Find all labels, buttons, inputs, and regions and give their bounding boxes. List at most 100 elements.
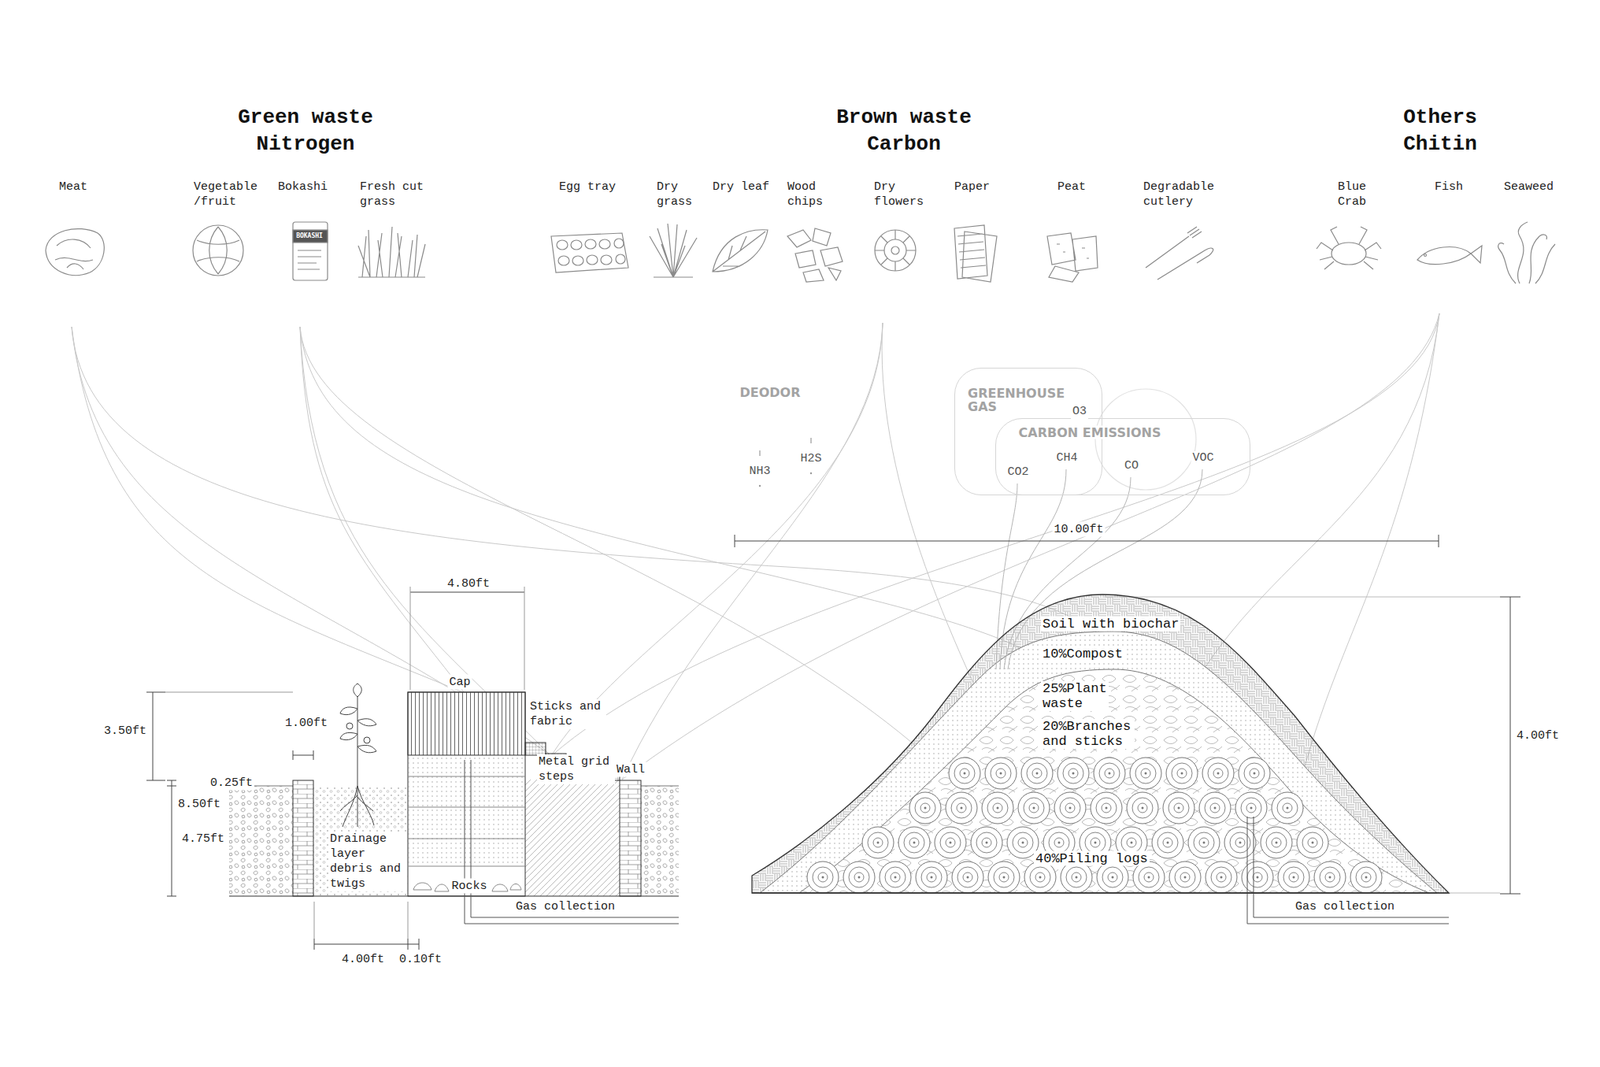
pit-section — [525, 779, 620, 897]
item-icons — [1047, 233, 1098, 282]
compost-mound — [951, 861, 984, 893]
pit-section — [229, 785, 293, 897]
item-icons — [1331, 242, 1367, 265]
item-icons — [1145, 226, 1214, 280]
item-icons — [891, 246, 900, 255]
flow-curves — [622, 322, 883, 780]
item-label: Dry flowers — [872, 179, 926, 210]
emission-lines — [1003, 477, 1131, 670]
emission-lines — [996, 483, 1018, 670]
gas-name: NH3 — [747, 464, 772, 479]
item-icons — [196, 226, 240, 275]
package-text: BOKASHI — [296, 232, 323, 241]
part-label: Metal grid steps — [537, 754, 615, 785]
compost-mound — [759, 631, 1438, 893]
item-icons — [292, 222, 328, 281]
item-label: Dry leaf — [711, 179, 771, 195]
item-icons — [874, 229, 916, 271]
compost-mound — [799, 669, 1430, 893]
pit-section — [313, 785, 408, 897]
compost-mound — [879, 861, 912, 893]
item-icons — [884, 239, 907, 262]
item-label: Peat — [1055, 179, 1088, 195]
item-label: Degradable cutlery — [1141, 179, 1216, 210]
dimension-lines — [1500, 596, 1521, 894]
pit-section — [363, 737, 371, 744]
compost-mound — [948, 757, 981, 789]
emission-lines — [1007, 469, 1203, 670]
node-text: Soil with biochar — [1040, 616, 1181, 632]
item-label: Dry grass — [655, 179, 694, 210]
compost-mound — [1241, 861, 1274, 893]
dimension-label: 10.00ft — [1051, 522, 1105, 538]
compost-mound — [1260, 826, 1293, 859]
compost-mound — [1057, 757, 1089, 789]
compost-mound — [1296, 826, 1329, 859]
item-icons — [1417, 245, 1482, 265]
item-icons — [615, 254, 626, 264]
compost-mound — [1018, 792, 1050, 824]
gas-bubble-decor — [759, 485, 761, 487]
item-icons — [599, 239, 611, 249]
dimension-label: 8.50ft — [176, 796, 223, 812]
item-icons — [297, 250, 322, 270]
pit-section — [229, 683, 679, 924]
node-text: 40%Piling logs — [1033, 851, 1150, 867]
node-text: 25%Plant waste — [1040, 681, 1109, 712]
pit-section — [292, 780, 314, 897]
compost-mound — [1126, 792, 1159, 824]
compost-mound — [843, 861, 875, 893]
item-icons — [292, 229, 328, 243]
flow-curves — [551, 322, 883, 756]
pit-section — [640, 785, 679, 897]
flow-curves — [1299, 313, 1440, 788]
compost-mound — [1060, 861, 1093, 893]
dimension-label: 4.80ft — [445, 576, 492, 592]
compost-mound — [945, 792, 978, 824]
gas-bubble-decor — [1095, 388, 1197, 490]
compost-mound — [981, 792, 1014, 824]
flow-curves — [71, 326, 552, 756]
pit-section — [357, 692, 359, 786]
compost-mound — [1166, 757, 1198, 789]
part-label: Rocks — [449, 878, 489, 894]
part-label: Wall — [614, 762, 647, 778]
node-text: CO — [1122, 459, 1141, 474]
compost-mound — [915, 861, 948, 893]
pit-section — [407, 692, 526, 897]
heading: Carbon — [865, 132, 943, 156]
compost-mound — [909, 792, 941, 824]
dimension-label: 4.00ft — [340, 951, 386, 967]
node-text: CARBON EMISSIONS — [1017, 425, 1163, 440]
pit-section — [407, 776, 526, 867]
pit-section — [340, 683, 377, 753]
compost-mound — [1133, 861, 1165, 893]
part-label: Sticks and fabric — [528, 699, 607, 730]
compost-mound — [1188, 826, 1220, 859]
compost-mound — [1129, 757, 1162, 789]
dimension-lines — [410, 586, 525, 690]
compost-mound — [1277, 861, 1310, 893]
dimension-lines — [410, 592, 525, 593]
emission-lines — [996, 469, 1203, 670]
node-text: GREENHOUSE GAS — [966, 386, 1067, 414]
compost-mound — [759, 631, 1438, 893]
compost-mound — [751, 594, 1449, 924]
node-text: O3 — [1070, 404, 1089, 419]
dimension-label: 1.00ft — [283, 715, 330, 731]
item-label: Egg tray — [557, 179, 618, 195]
flow-curves — [300, 326, 465, 693]
compost-mound — [807, 861, 839, 893]
item-icons — [1424, 254, 1427, 257]
compost-mound — [1054, 792, 1086, 824]
mound-outline — [751, 594, 1449, 893]
item-label: Vegetable /fruit — [192, 179, 260, 210]
emission-lines — [1000, 469, 1067, 670]
part-label: Gas collection — [514, 899, 617, 915]
node-text: 10%Compost — [1040, 646, 1125, 662]
pit-section — [346, 722, 353, 730]
compost-mound — [1151, 826, 1184, 859]
compost-mound — [988, 861, 1020, 893]
compost-mound: Soil with biochar 10%Compost 25%Plant wast… — [751, 590, 1449, 897]
pit-section — [464, 759, 679, 924]
